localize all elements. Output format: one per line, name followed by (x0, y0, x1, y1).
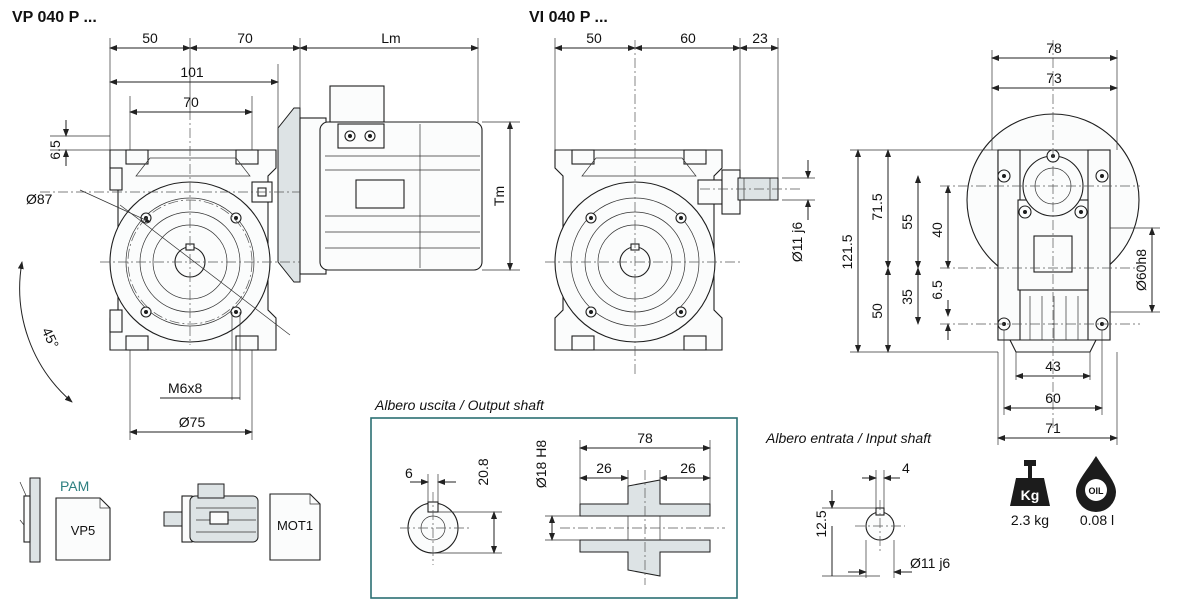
weight-icon (1010, 478, 1050, 506)
dim-right-55: 55 (899, 214, 915, 230)
dim-out-20-8: 20.8 (475, 458, 491, 485)
oil-value: 0.08 l (1080, 512, 1114, 528)
dim-right-6-5: 6.5 (929, 280, 945, 300)
dim-right-73: 73 (1046, 70, 1062, 86)
dim-right-78: 78 (1046, 40, 1062, 56)
dim-left-diam87: Ø87 (26, 191, 53, 207)
output-shaft-section: Albero uscita / Output shaft (370, 397, 738, 599)
motor-icon (163, 483, 259, 543)
weight-value: 2.3 kg (1011, 512, 1049, 528)
dim-left-m6x8: M6x8 (168, 380, 202, 396)
dim-out-diam18h8: Ø18 H8 (533, 440, 549, 488)
dim-in-12-5: 12.5 (813, 510, 829, 537)
output-shaft-caption: Albero uscita / Output shaft (374, 397, 545, 413)
dim-out-78: 78 (637, 430, 653, 446)
dim-left-70: 70 (237, 30, 253, 46)
dim-mid-diam11j6: Ø11 j6 (789, 222, 805, 262)
dim-right-60: 60 (1045, 390, 1061, 406)
dim-mid-50: 50 (586, 30, 602, 46)
dim-left-lm: Lm (381, 30, 400, 46)
dim-left-6-5: 6.5 (47, 140, 63, 160)
pam-option: PAM VP5 (19, 477, 111, 563)
title-vp040p: VP 040 P ... (12, 9, 97, 26)
dim-in-4: 4 (902, 460, 910, 476)
dim-left-101: 101 (180, 64, 204, 80)
dim-mid-60: 60 (680, 30, 696, 46)
dim-right-43: 43 (1045, 358, 1061, 374)
dim-left-tm: Tm (491, 186, 507, 206)
dim-right-71: 71 (1045, 420, 1061, 436)
dim-left-70b: 70 (183, 94, 199, 110)
vp5-document-icon (55, 497, 111, 561)
weight-info: Kg 2.3 kg (1010, 460, 1050, 528)
dim-right-50: 50 (869, 303, 885, 319)
oil-info: OIL 0.08 l (1076, 456, 1116, 528)
mot1-document-icon (269, 493, 321, 561)
output-shaft-frame (370, 417, 738, 599)
left-gearbox-view: 50 70 Lm 101 70 6.5 Ø87 Tm 45° M6x8 Ø75 (17, 30, 520, 440)
dim-left-45deg: 45° (39, 325, 62, 351)
dim-out-6: 6 (405, 465, 413, 481)
vp5-label: VP5 (71, 523, 96, 538)
right-side-view: 78 73 121.5 71.5 55 40 Ø60h8 50 35 6.5 4… (839, 40, 1160, 445)
dim-right-diam60h8: Ø60h8 (1133, 249, 1149, 291)
dim-left-diam75: Ø75 (179, 414, 206, 430)
dim-right-40: 40 (929, 222, 945, 238)
dim-left-50: 50 (142, 30, 158, 46)
pam-label: PAM (60, 478, 89, 494)
dim-out-26b: 26 (680, 460, 696, 476)
motor-option: MOT1 (163, 483, 321, 561)
title-vi040p: VI 040 P ... (529, 9, 608, 26)
dim-right-35: 35 (899, 289, 915, 305)
weight-icon-label: Kg (1021, 487, 1040, 503)
dim-out-26a: 26 (596, 460, 612, 476)
dim-mid-23: 23 (752, 30, 768, 46)
dim-in-diam11j6: Ø11 j6 (910, 555, 950, 571)
dim-right-121-5: 121.5 (839, 234, 855, 269)
oil-icon-label: OIL (1089, 486, 1105, 496)
mot1-label: MOT1 (277, 518, 313, 533)
input-shaft-section: Albero entrata / Input shaft 4 12.5 Ø11 … (765, 430, 950, 578)
dim-right-71-5: 71.5 (869, 193, 885, 220)
middle-gearbox-view: 50 60 23 Ø11 j6 (545, 30, 815, 375)
input-shaft-caption: Albero entrata / Input shaft (765, 430, 932, 446)
